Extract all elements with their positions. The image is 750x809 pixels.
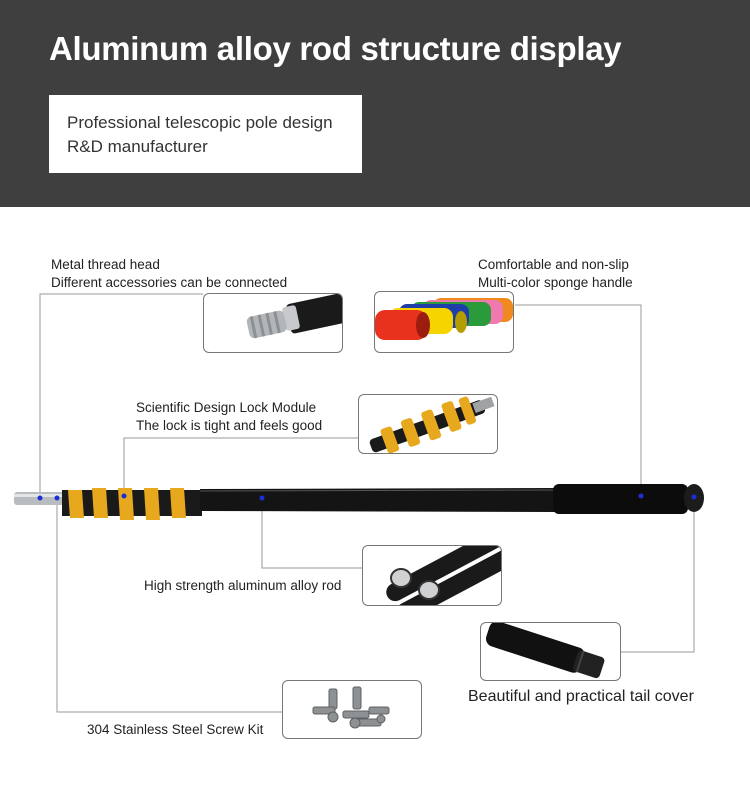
pole-diagram (14, 293, 704, 713)
marker-dots (37, 493, 697, 501)
subtitle-line-1: Professional telescopic pole design (67, 113, 333, 132)
thread-head-desc: Different accessories can be connected (51, 275, 288, 290)
main-rod (200, 488, 555, 512)
tail-cover-thumbnail (480, 622, 621, 681)
leader-lock-module (123, 437, 358, 496)
lock-module-thumbnail (358, 394, 498, 454)
alloy-rod-thumbnail (362, 545, 502, 606)
leader-thread-head (39, 293, 203, 498)
telescopic-pole (14, 484, 704, 520)
lock-clamps (68, 488, 186, 520)
subtitle-line-2: R&D manufacturer (67, 137, 208, 156)
sponge-handle-thumbnail (374, 291, 514, 353)
thread-head-thumbnail (203, 293, 343, 353)
header-banner: Aluminum alloy rod structure display Pro… (0, 0, 750, 207)
page-title: Aluminum alloy rod structure display (49, 30, 622, 67)
leader-alloy-rod (261, 498, 362, 569)
sponge-grip (553, 484, 688, 514)
sponge-handle-label: Comfortable and non-slip Multi-color spo… (478, 256, 633, 292)
thread-head-title: Metal thread head (51, 257, 160, 272)
lock-module-desc: The lock is tight and feels good (136, 418, 323, 433)
leader-screw-kit (56, 498, 282, 713)
thread-head-label: Metal thread head Different accessories … (51, 256, 287, 292)
sponge-handle-title: Comfortable and non-slip (478, 257, 629, 272)
screw-kit-thumbnail (282, 680, 422, 739)
leader-lines (39, 293, 695, 713)
screw-kit-label: 304 Stainless Steel Screw Kit (87, 722, 264, 737)
leader-sponge-handle (515, 304, 642, 496)
leader-tail-cover (620, 497, 695, 653)
lock-module-title: Scientific Design Lock Module (136, 400, 317, 415)
tail-cover-label: Beautiful and practical tail cover (468, 688, 694, 705)
lock-module-label: Scientific Design Lock Module The lock i… (136, 399, 322, 435)
alloy-rod-label: High strength aluminum alloy rod (144, 578, 342, 593)
sponge-handle-desc: Multi-color sponge handle (478, 275, 633, 290)
subtitle-box: Professional telescopic pole design R&D … (49, 95, 362, 173)
